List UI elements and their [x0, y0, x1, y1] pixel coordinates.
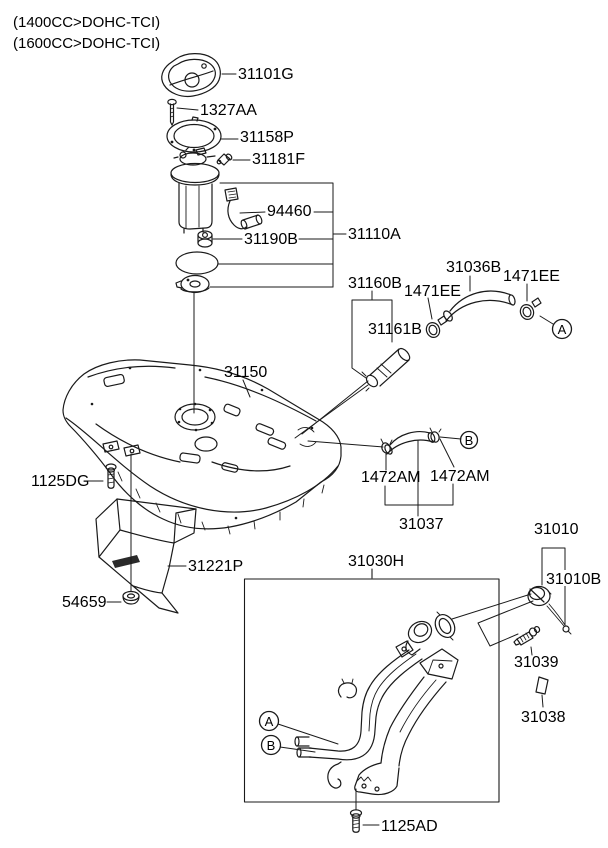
pump-bottom-cap-drawing [175, 274, 210, 414]
push-nut-drawing [106, 453, 140, 605]
part-label-1327aa: 1327AA [200, 102, 257, 119]
part-label-31037: 31037 [399, 516, 444, 533]
part-label-31221p: 31221P [188, 558, 243, 575]
filler-neck-assembly-drawing [294, 611, 459, 811]
view-marker-a-top [539, 315, 573, 340]
tube-31161b-drawing [294, 290, 411, 439]
marker-letter-a-top: A [558, 322, 567, 337]
part-label-31190b: 31190B [244, 231, 298, 248]
fitting-31181f-drawing [216, 153, 251, 166]
fuel-tank-drawing [62, 359, 384, 535]
marker-letter-a-bottom: A [265, 714, 274, 729]
part-label-1125dg: 1125DG [31, 473, 89, 490]
grommet-drawing [197, 230, 243, 248]
clamp-1471ee-right-drawing [519, 283, 542, 320]
label-backing [544, 570, 596, 586]
view-marker-b-top [439, 430, 479, 450]
engine-variant-line-2: (1600CC>DOHC-TCI) [13, 35, 160, 52]
fuel-pump-module-drawing [170, 146, 220, 234]
marker-letter-b-top: B [465, 433, 474, 448]
part-label-31038: 31038 [521, 709, 566, 726]
engine-variant-line-1: (1400CC>DOHC-TCI) [13, 14, 160, 31]
part-label-31110a: 31110A [348, 226, 401, 243]
part-label-31010: 31010 [534, 521, 579, 538]
label-plate-31038-drawing [535, 676, 549, 708]
hose-31037-drawing [380, 427, 455, 517]
lock-ring-drawing [166, 116, 239, 153]
part-label-31158p: 31158P [240, 129, 294, 146]
bolt-1125dg-drawing [86, 463, 117, 489]
part-label-31036b: 31036B [446, 259, 501, 276]
part-label-1471ee-right: 1471EE [503, 268, 560, 285]
part-label-1472am-left: 1472AM [361, 469, 421, 486]
part-label-31181f: 31181F [252, 151, 305, 168]
fuel-cap-drawing [451, 547, 572, 647]
callout-bracket-31110a [209, 182, 347, 288]
part-label-31010b: 31010B [546, 571, 601, 588]
gasket-drawing [175, 251, 219, 275]
part-label-94460: 94460 [267, 203, 312, 220]
part-label-1125ad: 1125AD [381, 818, 438, 835]
part-label-1471ee-left: 1471EE [404, 283, 461, 300]
fuel-sender-harness-drawing [224, 187, 266, 230]
part-label-54659: 54659 [62, 594, 107, 611]
part-label-31161b: 31161B [368, 321, 422, 338]
filler-neck-box [243, 568, 500, 803]
marker-letter-b-bottom: B [267, 738, 276, 753]
protector-shield-drawing [95, 498, 197, 614]
screw-1327aa-drawing [167, 98, 199, 126]
part-label-31150: 31150 [224, 364, 267, 381]
bolt-1125ad-drawing [349, 809, 380, 833]
valve-31039-drawing [513, 625, 541, 656]
callout-labels: (1400CC>DOHC-TCI) (1600CC>DOHC-TCI) 3110… [13, 14, 601, 835]
view-marker-b-bottom [260, 734, 316, 756]
part-label-31160b: 31160B [348, 275, 402, 292]
part-label-1472am-right: 1472AM [430, 468, 490, 485]
view-marker-a-bottom [258, 710, 339, 745]
part-label-31030h: 31030H [348, 553, 404, 570]
pump-plate-cover-drawing [161, 53, 237, 98]
part-label-31101g: 31101G [238, 66, 294, 83]
clamp-1471ee-left-drawing [425, 297, 448, 338]
part-label-31039: 31039 [514, 654, 559, 671]
